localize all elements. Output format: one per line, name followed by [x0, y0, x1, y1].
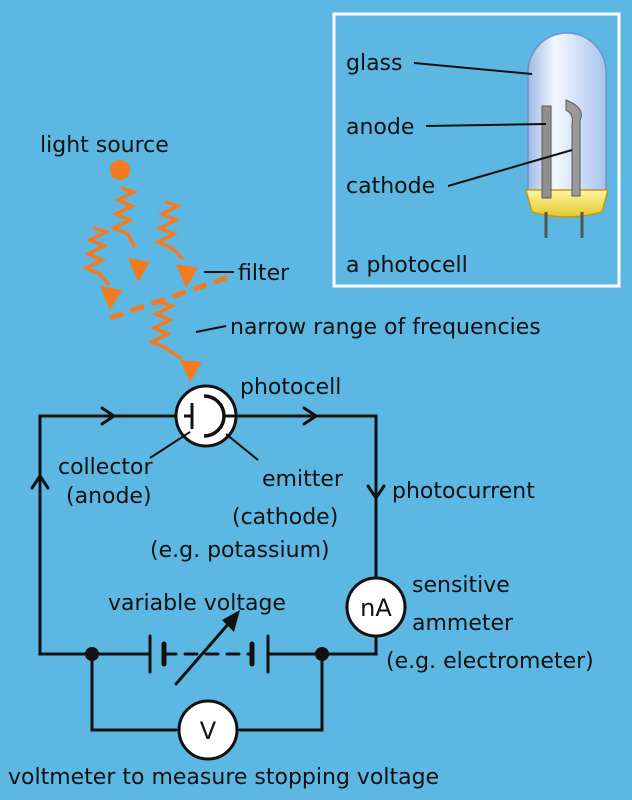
- wire-left-top: [38, 414, 178, 656]
- ammeter-circle: [345, 576, 407, 638]
- glass-envelope: [527, 32, 607, 199]
- wire-right-bottom: [320, 634, 378, 656]
- leader-cathode: [447, 149, 573, 187]
- variable-arrow-head: [222, 610, 240, 632]
- photocell-symbol: [174, 384, 238, 448]
- narrow-range-label: narrow range of frequencies: [230, 315, 541, 340]
- wire-right-top: [234, 414, 378, 580]
- cathode-plate: [565, 99, 582, 197]
- inset-glass-label: glass: [346, 51, 402, 76]
- light-rays: [81, 186, 184, 360]
- ray-2: [153, 200, 184, 260]
- ray-arrowheads: [100, 258, 202, 382]
- leader-emitter: [225, 433, 259, 461]
- arrow-top-left: [100, 406, 116, 426]
- ray-3-arrowhead: [100, 286, 122, 310]
- ray-narrow: [147, 300, 182, 360]
- inset-frame: [332, 12, 621, 288]
- ammeter-example-label: (e.g. electrometer): [386, 649, 594, 674]
- voltmeter-caption: voltmeter to measure stopping voltage: [8, 765, 439, 790]
- photocell-label: photocell: [240, 375, 341, 400]
- voltmeter-circle: [177, 699, 239, 761]
- arrow-right-down: [366, 484, 386, 500]
- emitter-example-label: (e.g. potassium): [150, 538, 330, 563]
- ray-2-arrowhead: [176, 264, 198, 288]
- light-source-dot: [110, 160, 130, 180]
- circuit-wires: [38, 414, 378, 732]
- inset-anode-label: anode: [346, 115, 414, 140]
- photocell-tube-illustration: [525, 32, 609, 238]
- ray-3: [81, 226, 111, 286]
- wire-voltmeter-right: [238, 652, 324, 732]
- emitter-electrode: [203, 394, 226, 438]
- emitter-label: emitter: [262, 467, 344, 492]
- ray-1-arrowhead: [128, 258, 150, 282]
- photocurrent-label: photocurrent: [392, 479, 535, 504]
- collector-label: collector: [58, 455, 153, 480]
- ray-1: [109, 186, 139, 248]
- variable-arrow-shaft: [174, 620, 232, 686]
- light-source-label: light source: [40, 133, 169, 158]
- voltmeter-symbol: V: [200, 717, 217, 745]
- collector-sub-label: (anode): [66, 484, 152, 509]
- junction-left: [85, 647, 99, 661]
- ray-narrow-arrowhead: [180, 360, 202, 382]
- arrow-top-right: [302, 406, 318, 426]
- current-arrows: [30, 406, 386, 500]
- tube-base: [525, 189, 609, 218]
- sensitive-label: sensitive: [412, 573, 510, 598]
- leader-narrow-range: [195, 325, 227, 333]
- emitter-sub-label: (cathode): [232, 505, 338, 530]
- arrow-left-up: [30, 474, 50, 490]
- ammeter-symbol: nA: [360, 594, 392, 622]
- inset-caption: a photocell: [346, 253, 468, 278]
- leader-anode: [425, 123, 547, 127]
- ammeter-label: ammeter: [412, 611, 514, 636]
- junction-right: [315, 647, 329, 661]
- leader-collector: [149, 431, 191, 459]
- variable-voltage-supply: [148, 620, 270, 686]
- inset-cathode-label: cathode: [346, 174, 435, 199]
- anode-rod: [541, 105, 552, 199]
- filter-line: [109, 273, 233, 321]
- leader-glass: [413, 62, 533, 75]
- variable-voltage-label: variable voltage: [108, 591, 286, 616]
- wire-voltmeter-left: [90, 652, 178, 732]
- filter-label: filter: [238, 261, 290, 286]
